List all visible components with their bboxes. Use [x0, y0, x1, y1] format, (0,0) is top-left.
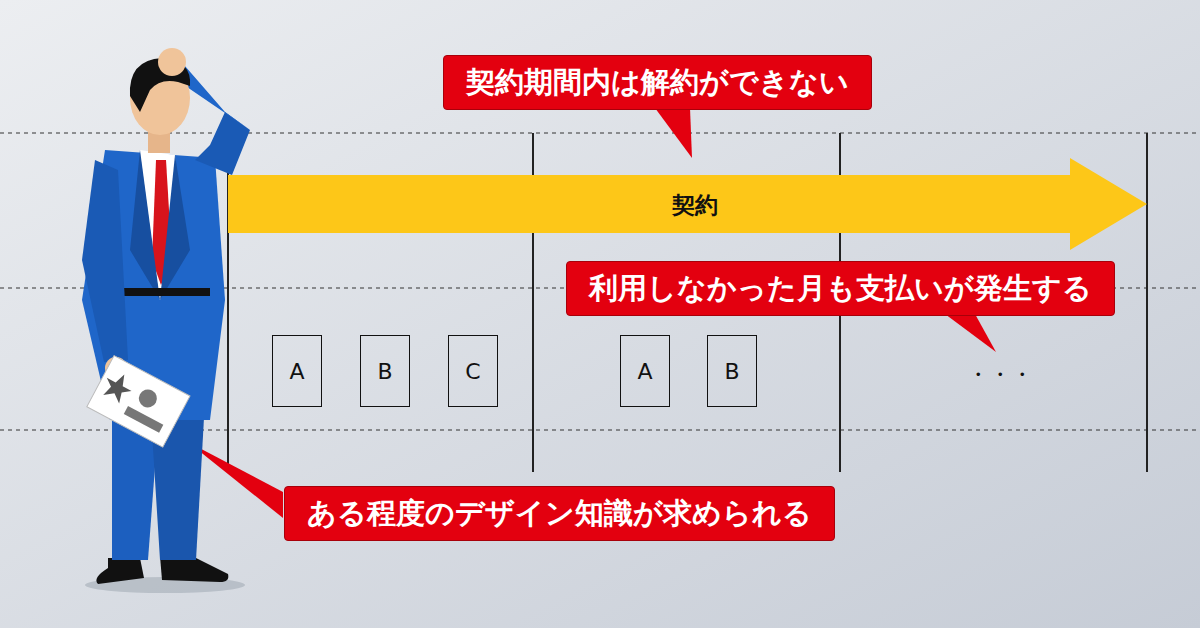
arrow-fill [228, 158, 1147, 250]
callout-text: 契約期間内は解約ができない [466, 63, 849, 103]
item-box: B [360, 335, 410, 407]
callout-box: 契約期間内は解約ができない [443, 55, 872, 110]
item-box: A [272, 335, 322, 407]
box-label: A [637, 359, 652, 384]
period-dividers [228, 133, 1147, 472]
box-label: B [377, 359, 392, 384]
continuation-mark: ・・・ [967, 360, 1033, 390]
box-label: C [465, 359, 480, 384]
box-label: A [289, 359, 304, 384]
callout-box: ある程度のデザイン知識が求められる [284, 486, 835, 541]
callout-box: 利用しなかった月も支払いが発生する [566, 261, 1115, 316]
grid-dashes [0, 133, 1200, 430]
box-label: B [724, 359, 739, 384]
arrow-label: 契約 [672, 190, 718, 221]
item-box: A [620, 335, 670, 407]
businessman-illustration [82, 48, 250, 593]
callout-text: 利用しなかった月も支払いが発生する [589, 269, 1092, 309]
item-box: C [448, 335, 498, 407]
callout-text: ある程度のデザイン知識が求められる [307, 494, 812, 534]
contract-arrow: 契約 [228, 158, 1148, 250]
item-box: B [707, 335, 757, 407]
